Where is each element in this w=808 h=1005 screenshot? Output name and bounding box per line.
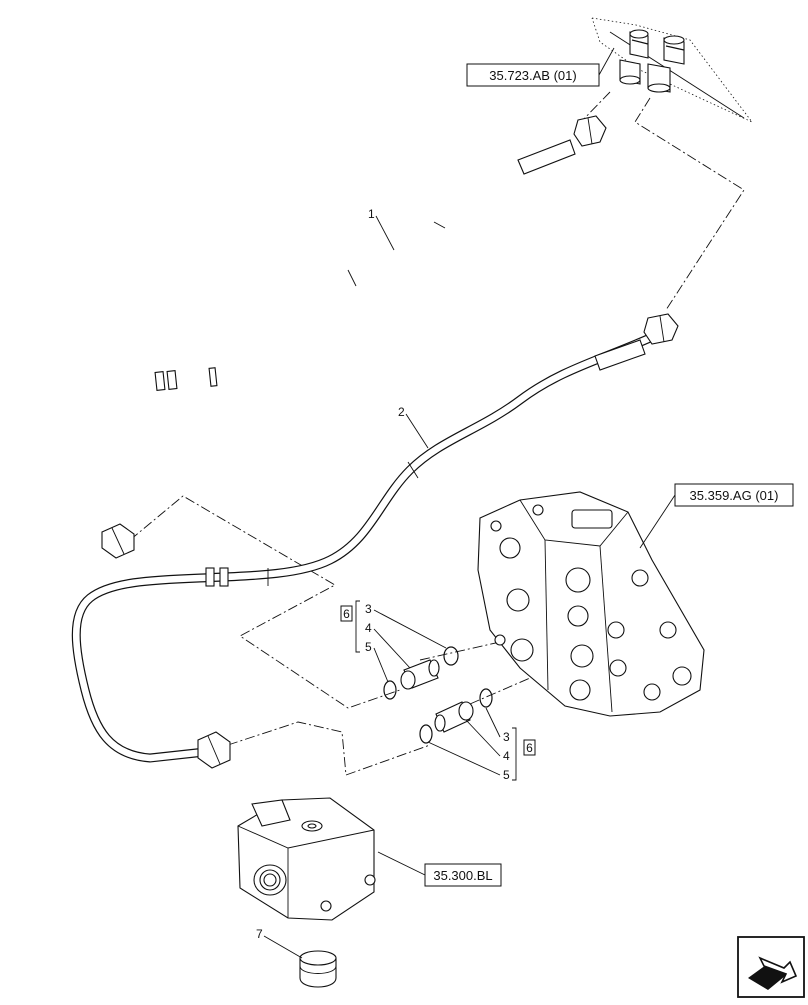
fitting-kit-b bbox=[419, 688, 493, 744]
reference-label-valve: 35.359.AG (01) bbox=[690, 488, 779, 503]
svg-text:1: 1 bbox=[368, 207, 375, 221]
reference-box-valve[interactable]: 35.359.AG (01) bbox=[639, 483, 794, 549]
pipe-upper[interactable] bbox=[31, 115, 607, 559]
plug-cap bbox=[299, 950, 337, 988]
svg-text:5: 5 bbox=[365, 640, 372, 654]
svg-text:4: 4 bbox=[503, 749, 510, 763]
svg-text:4: 4 bbox=[365, 621, 372, 635]
reference-box-block[interactable]: 35.300.BL bbox=[377, 851, 502, 887]
reference-box-top[interactable]: 35.723.AB (01) bbox=[466, 47, 615, 87]
fitting-kit-a bbox=[383, 646, 459, 700]
svg-text:7: 7 bbox=[256, 927, 263, 941]
callout-kit-b: 6 3 4 5 bbox=[427, 707, 536, 782]
control-valve-body bbox=[477, 491, 705, 717]
callout-kit-a: 6 3 4 5 bbox=[340, 600, 447, 683]
callout-1: 1 bbox=[368, 207, 395, 251]
center-lines bbox=[129, 91, 745, 776]
svg-text:2: 2 bbox=[398, 405, 405, 419]
svg-text:5: 5 bbox=[503, 768, 510, 782]
top-connector-assembly bbox=[591, 17, 753, 123]
svg-text:3: 3 bbox=[365, 602, 372, 616]
reference-label-top: 35.723.AB (01) bbox=[489, 68, 576, 83]
reference-label-block: 35.300.BL bbox=[433, 868, 492, 883]
callout-7: 7 bbox=[256, 927, 303, 959]
next-page-arrow-icon[interactable] bbox=[737, 936, 805, 998]
callout-2: 2 bbox=[398, 405, 429, 449]
svg-text:6: 6 bbox=[526, 741, 533, 755]
svg-text:6: 6 bbox=[343, 607, 350, 621]
svg-text:3: 3 bbox=[503, 730, 510, 744]
hydraulic-block bbox=[237, 797, 376, 921]
pipe-lower[interactable] bbox=[71, 313, 679, 769]
